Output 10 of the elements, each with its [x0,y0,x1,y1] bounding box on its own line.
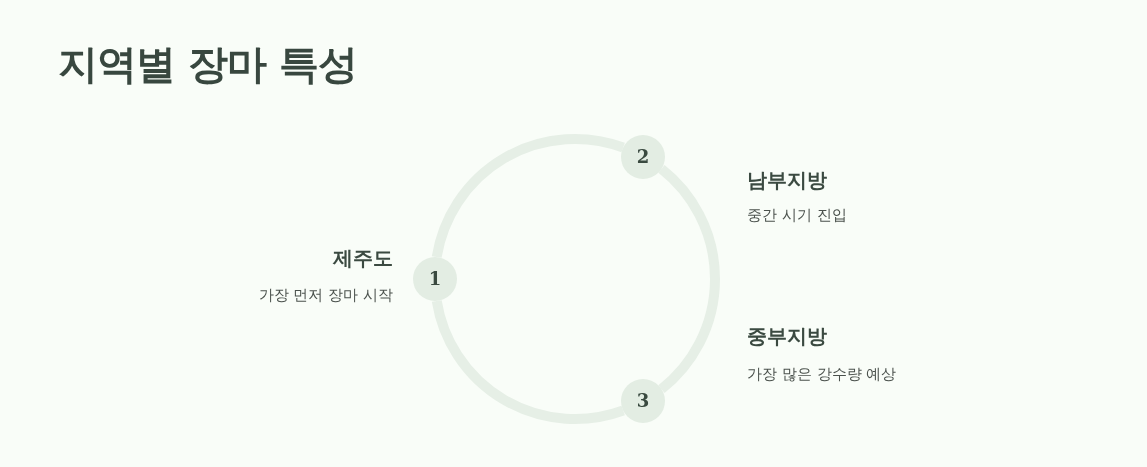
region-description: 가장 많은 강수량 예상 [747,365,897,385]
number-circle: 2 [621,135,665,179]
region-description: 가장 먼저 장마 시작 [258,286,393,306]
region-heading: 제주도 [333,246,393,270]
region-heading: 남부지방 [747,168,827,192]
region-description: 중간 시기 진입 [747,206,847,226]
title: 지역별 장마 특성 [58,40,357,88]
number-circle: 1 [413,257,457,301]
region-heading: 중부지방 [747,324,827,348]
number-circle: 3 [621,379,665,423]
